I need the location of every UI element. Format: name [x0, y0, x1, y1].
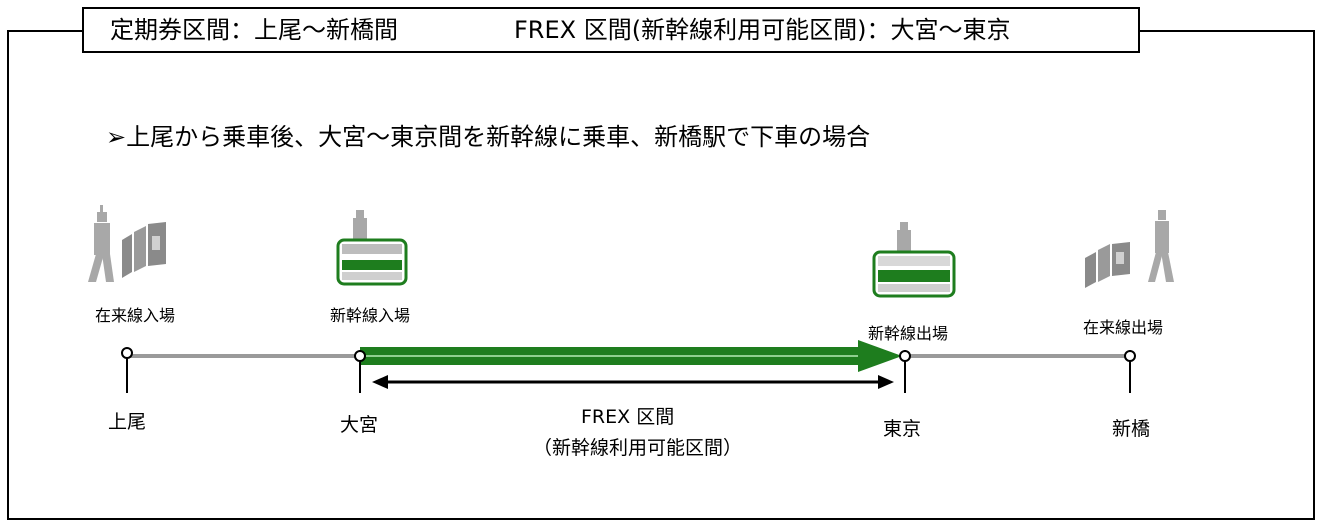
action-label-ageo: 在来線入場 [95, 306, 176, 325]
frex-range-sublabel: （新幹線利用可能区間） [533, 437, 743, 459]
station-node-tokyo [899, 350, 911, 362]
station-node-omiya [354, 350, 366, 362]
ticket-gate-exit-icon [1085, 242, 1130, 288]
station-name-shimbashi: 新橋 [1112, 418, 1151, 440]
frex-section: FREX 区間(新幹線利用可能区間)：大宮～東京 [514, 16, 1011, 44]
action-label-shimbashi: 在来線出場 [1083, 318, 1164, 337]
shinkansen-arrow-head [858, 340, 902, 372]
shinkansen-gate-entry-icon [336, 210, 408, 286]
station-node-ageo [121, 347, 133, 359]
frex-arrow-right [878, 375, 894, 389]
walking-person-entering-icon [88, 205, 114, 282]
station-name-ageo: 上尾 [108, 411, 147, 433]
frex-range-label: FREX 区間 [581, 406, 675, 428]
station-name-omiya: 大宮 [340, 414, 379, 436]
ticket-gate-icon [122, 222, 166, 278]
commuter-pass-header: 定期券区間：上尾～新橋間 FREX 区間(新幹線利用可能区間)：大宮～東京 [82, 7, 1140, 53]
shinkansen-gate-exit-icon [872, 222, 956, 298]
frex-arrow-left [372, 375, 388, 389]
action-label-omiya: 新幹線入場 [330, 306, 411, 325]
commuter-pass-section: 定期券区間：上尾～新橋間 [110, 16, 398, 44]
action-label-tokyo: 新幹線出場 [868, 324, 949, 343]
scenario-text: ➢上尾から乗車後、大宮～東京間を新幹線に乗車、新橋駅で下車の場合 [106, 123, 871, 151]
station-name-tokyo: 東京 [883, 418, 922, 440]
route-diagram [88, 205, 1174, 393]
walking-person-exiting-icon [1148, 210, 1174, 282]
station-node-shimbashi [1124, 350, 1136, 362]
